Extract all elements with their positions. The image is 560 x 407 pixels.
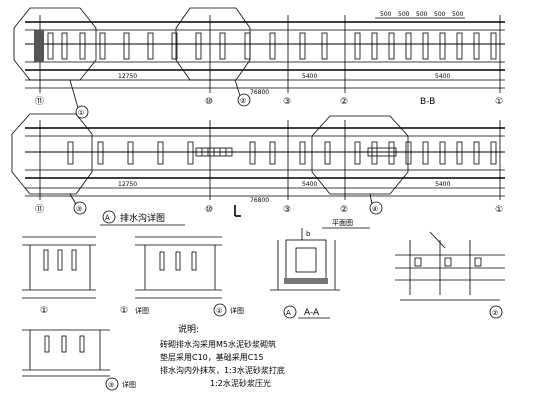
bottom-plan: 12750 76800 5400 5400 ⑪ ⑩ ③ ② ① ③ ④ 平面图 <box>11 113 505 229</box>
detail-2: ② 详图 ① 详图 <box>120 236 244 317</box>
bottom-axis-11: ⑪ <box>35 204 44 215</box>
section-b-label: b <box>306 230 311 238</box>
notes-heading: 说明: <box>178 323 199 335</box>
detail-1-text: 详图 <box>135 306 149 315</box>
section-aa-label: A-A <box>304 308 320 318</box>
detail-1-num: ① <box>40 306 48 316</box>
top-callout-2: ② <box>240 97 246 105</box>
drain-title-circle: A <box>105 214 110 222</box>
right-detail-num: ② <box>492 309 498 317</box>
top-posts <box>47 32 497 60</box>
bottom-callout-shape-1 <box>11 113 93 195</box>
notes-line-2: 垫层采用C10，基础采用C15 <box>160 352 264 362</box>
notes-block: 说明: 砖砌排水沟采用M5水泥砂浆砌筑 垫层采用C10，基础采用C15 排水沟内… <box>160 323 285 388</box>
top-axis-2: ② <box>340 97 348 107</box>
plan-title: 平面图 <box>332 219 353 227</box>
bottom-dim-total: 76800 <box>250 197 269 204</box>
detail-2-num: ② <box>216 307 222 315</box>
top-plan: 12750 76800 5400 5400 500 500 500 500 50… <box>13 7 505 119</box>
bottom-axis-2: ② <box>340 205 348 215</box>
top-axis-11: ⑪ <box>35 96 44 107</box>
bottom-dim-mid: 5400 <box>302 181 317 188</box>
top-axis-10: ⑩ <box>205 97 213 107</box>
top-dim-mid: 5400 <box>302 73 317 80</box>
bottom-axis-3: ③ <box>283 205 291 215</box>
bottom-callout-3: ③ <box>76 205 82 213</box>
top-axis-1: ① <box>495 97 503 107</box>
top-callout-shape-2 <box>175 7 251 81</box>
detail-3: ③ 详图 <box>22 329 136 391</box>
drain-title: 排水沟详图 <box>120 212 165 224</box>
top-spacing-dim-1: 500 <box>380 11 392 18</box>
top-section-label: B-B <box>420 97 435 107</box>
top-dim-total: 76800 <box>250 89 269 96</box>
right-detail: ② <box>395 231 505 319</box>
detail-1-num-b: ① <box>120 306 128 316</box>
detail-3-text: 详图 <box>122 380 136 389</box>
section-circle: A <box>286 309 291 317</box>
drain-title-group: A 排水沟详图 <box>100 210 185 226</box>
top-spacing-dim-5: 500 <box>452 11 464 18</box>
detail-1: ① <box>22 236 96 316</box>
section-aa: b A A-A <box>270 228 340 319</box>
top-spacing-dim-4: 500 <box>434 11 446 18</box>
bottom-dim-right: 5400 <box>435 181 450 188</box>
bottom-axis-10: ⑩ <box>205 205 213 215</box>
bottom-dim-left: 12750 <box>118 181 137 188</box>
bottom-callout-4: ④ <box>372 205 378 213</box>
top-axis-3: ③ <box>283 97 291 107</box>
detail-2-text: 详图 <box>230 306 244 315</box>
detail-3-num: ③ <box>108 381 114 389</box>
top-dim-right: 5400 <box>435 73 450 80</box>
bottom-posts <box>67 141 497 165</box>
top-callout-1: ① <box>78 109 84 117</box>
notes-line-4: 1:2水泥砂浆压光 <box>210 378 271 388</box>
top-callout-shape-1 <box>13 7 97 81</box>
bottom-axis-1: ① <box>495 205 503 215</box>
top-dim-left: 12750 <box>118 73 137 80</box>
notes-line-3: 排水沟内外抹灰，1:3水泥砂浆打底 <box>160 365 285 375</box>
notes-line-1: 砖砌排水沟采用M5水泥砂浆砌筑 <box>160 339 276 349</box>
top-spacing-dim-2: 500 <box>398 11 410 18</box>
top-spacing-dim-3: 500 <box>416 11 428 18</box>
bottom-callout-shape-2 <box>311 115 409 195</box>
